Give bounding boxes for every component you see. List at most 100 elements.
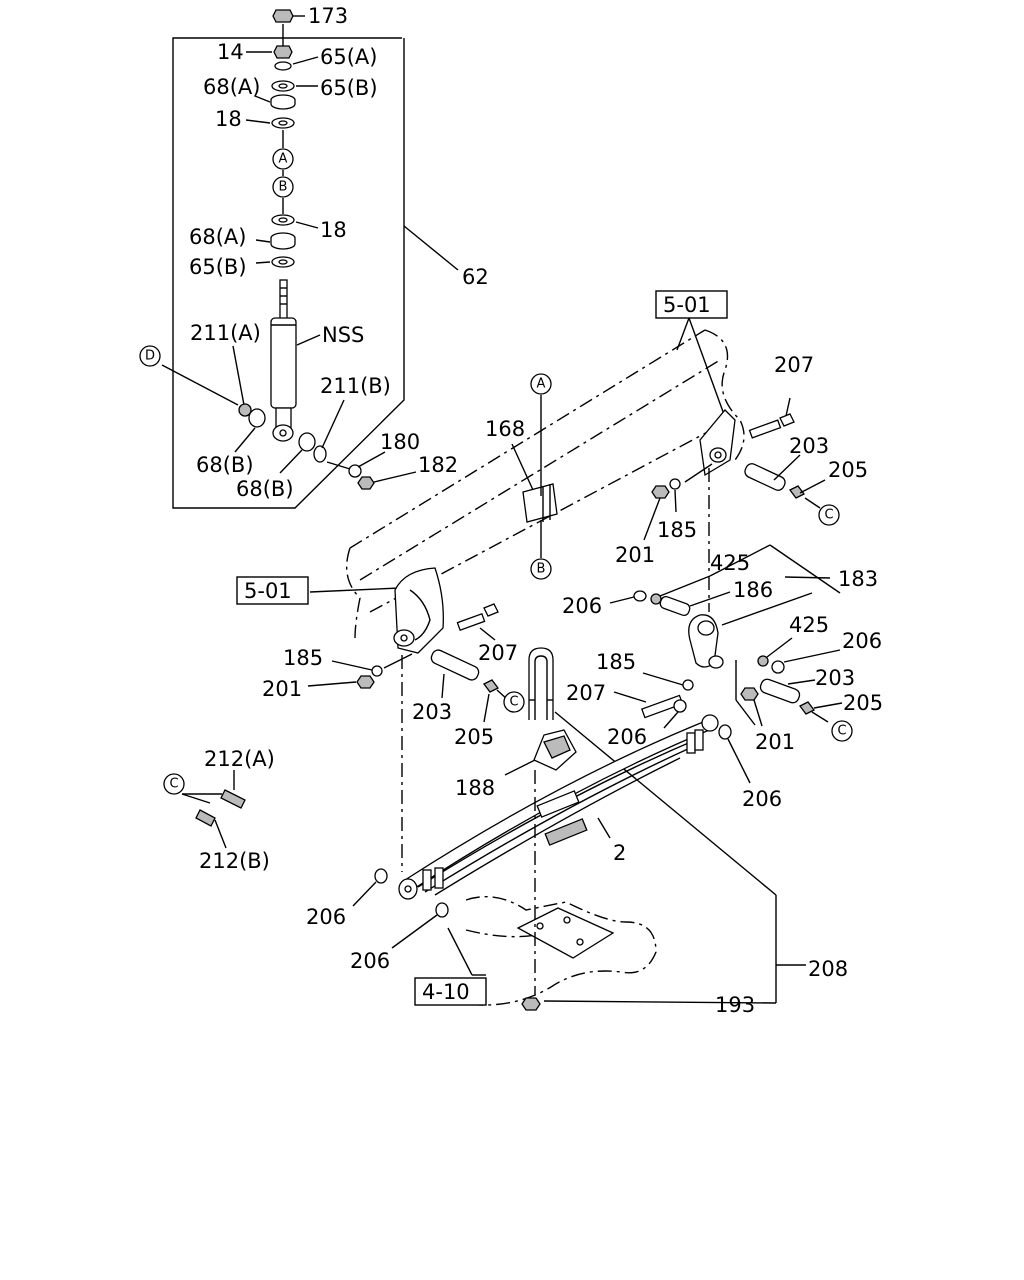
rear-shackle-parts <box>609 397 843 784</box>
label-501-left: 5-01 <box>244 579 292 603</box>
bracket-168 <box>511 395 558 558</box>
washer-185-rear <box>669 478 681 490</box>
ref-c-top-right-text: C <box>824 508 833 523</box>
nut-193 <box>521 997 541 1011</box>
label-501-top: 5-01 <box>663 293 711 317</box>
label-2: 2 <box>613 841 626 865</box>
label-168: 168 <box>485 417 525 441</box>
washer-206-r3 <box>718 724 732 740</box>
u-bolt-208 <box>528 647 806 1004</box>
nut-14 <box>273 45 293 59</box>
ref-b-frame <box>530 558 552 580</box>
spring-bumper-188 <box>504 729 577 776</box>
ref-c-legend-text: C <box>169 777 178 792</box>
bushing-425-top <box>650 593 662 605</box>
washer-65a <box>274 61 292 71</box>
label-18-mid: 18 <box>320 218 347 242</box>
axle-housing <box>430 895 657 1011</box>
ref-c-left <box>503 691 525 713</box>
part-labels: 173 14 65(A) 68(A) 65(B) 18 18 68(A) 65(… <box>189 4 883 1017</box>
ref-c-left-text: C <box>509 695 518 710</box>
label-201-rear: 201 <box>615 543 655 567</box>
ref-d-text: D <box>145 349 155 364</box>
pin-186 <box>659 595 691 617</box>
circled-references: A B D A B C C C C <box>139 148 853 795</box>
label-182: 182 <box>418 453 458 477</box>
label-203-top-right: 203 <box>789 434 829 458</box>
label-211a: 211(A) <box>190 321 261 345</box>
washer-180 <box>348 464 362 478</box>
ref-a-frame <box>530 373 552 395</box>
nut-173 <box>272 9 294 23</box>
washer-206-bl1 <box>374 868 388 884</box>
ref-c-right-text: C <box>837 724 846 739</box>
washer-206-bl2 <box>435 902 449 918</box>
pin-203-rear <box>759 678 801 704</box>
label-68b-right: 68(B) <box>236 477 294 501</box>
label-205-front: 205 <box>454 725 494 749</box>
nut-201-front <box>356 675 375 689</box>
label-173: 173 <box>308 4 348 28</box>
label-203-front: 203 <box>412 700 452 724</box>
label-65b-top: 65(B) <box>320 76 378 100</box>
label-206-rear-1: 206 <box>562 594 602 618</box>
label-207-top-right: 207 <box>774 353 814 377</box>
nut-201-rear <box>651 485 670 499</box>
shock-group-outline <box>172 37 405 509</box>
label-425-top: 425 <box>710 551 750 575</box>
label-188: 188 <box>455 776 495 800</box>
washer-206-m <box>673 699 687 713</box>
front-pin-parts <box>307 603 509 723</box>
ref-b-frame-text: B <box>537 562 546 577</box>
washer-211a <box>238 403 252 417</box>
label-203-rear: 203 <box>815 666 855 690</box>
label-207-front: 207 <box>478 641 518 665</box>
label-206-mid: 206 <box>607 725 647 749</box>
ref-a-shock <box>272 148 294 170</box>
label-185-front: 185 <box>283 646 323 670</box>
ref-b-shock <box>272 176 294 198</box>
label-211b: 211(B) <box>320 374 391 398</box>
label-201-rear-2: 201 <box>755 730 795 754</box>
ref-box-501-left <box>236 576 309 605</box>
grease-205-rear-top <box>789 485 805 499</box>
bushing-425-r <box>757 655 769 667</box>
label-65a-top: 65(A) <box>320 45 377 69</box>
label-186: 186 <box>733 578 773 602</box>
leaf-spring-2 <box>398 714 719 900</box>
label-425-rear: 425 <box>789 613 829 637</box>
ref-d <box>139 345 161 367</box>
ref-box-501-top <box>655 290 728 319</box>
label-206-bottom-2: 206 <box>350 949 390 973</box>
label-207-mid: 207 <box>566 681 606 705</box>
bushing-68a-mid <box>270 232 296 250</box>
bolt-207-front <box>456 612 486 632</box>
label-205-rear: 205 <box>843 691 883 715</box>
ref-a-frame-text: A <box>537 377 546 392</box>
ref-c-right <box>831 720 853 742</box>
label-185-mid: 185 <box>596 650 636 674</box>
label-180: 180 <box>380 430 420 454</box>
label-212b: 212(B) <box>199 849 270 873</box>
grease-nipple-212b <box>195 809 216 827</box>
grease-205-front <box>483 679 499 693</box>
label-206-bottom-1: 206 <box>306 905 346 929</box>
label-68b-left: 68(B) <box>196 453 254 477</box>
grease-nipple-212a <box>220 789 246 809</box>
shock-absorber-body <box>270 279 297 442</box>
label-62: 62 <box>462 265 489 289</box>
label-185-rear: 185 <box>657 518 697 542</box>
label-18-top: 18 <box>215 107 242 131</box>
pin-203-front <box>430 649 480 681</box>
ref-a-shock-text: A <box>279 152 288 167</box>
ref-box-410 <box>414 977 487 1006</box>
nut-182 <box>357 476 375 490</box>
grease-nipple-legend <box>181 770 246 849</box>
label-193: 193 <box>715 993 755 1017</box>
grease-205-rear <box>799 701 815 715</box>
rear-spring-hanger <box>699 409 736 477</box>
label-212a: 212(A) <box>204 747 275 771</box>
washer-206-r1 <box>633 590 647 602</box>
washer-185-mid <box>682 679 694 691</box>
